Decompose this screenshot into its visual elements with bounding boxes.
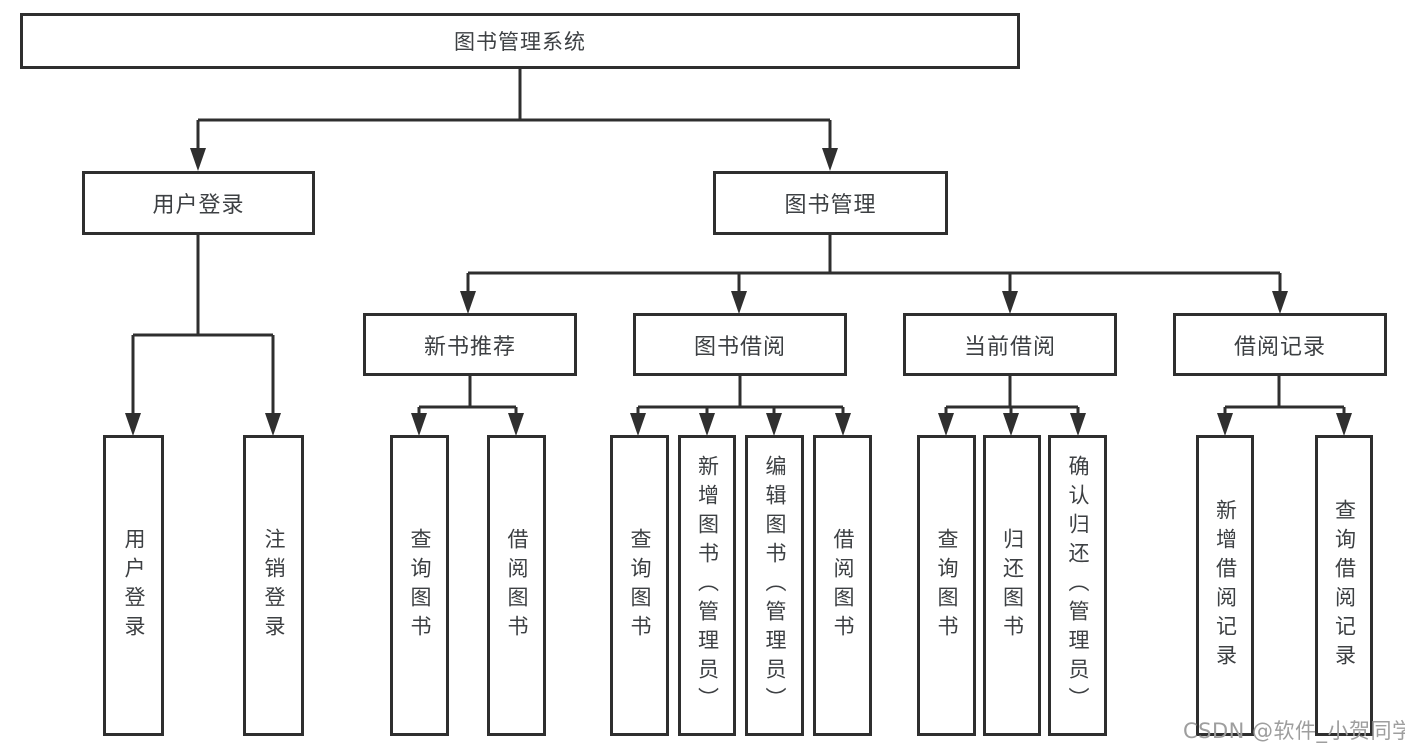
node-new-book-recommend: 新书推荐: [363, 313, 577, 376]
leaf-current-query-books: 查询图书: [917, 435, 976, 736]
node-book-management-branch-label: 图书管理: [784, 193, 877, 218]
leaf-edit-books-admin-label: 编辑图书（管理员）: [763, 455, 787, 716]
leaf-add-books-admin-label: 新增图书（管理员）: [695, 455, 720, 716]
connector-current-borrow-children: [944, 375, 1080, 414]
leaf-newbook-query-books: 查询图书: [390, 435, 449, 736]
arrowheads-book-management-children: [460, 291, 1288, 314]
leaf-edit-books-admin: 编辑图书（管理员）: [745, 435, 804, 736]
node-current-borrow: 当前借阅: [903, 313, 1117, 376]
leaf-return-books-label: 归还图书: [1000, 527, 1025, 644]
arrowheads-new-book-children: [411, 413, 524, 436]
leaf-logout: 注销登录: [243, 435, 304, 736]
node-user-login-branch-label: 用户登录: [152, 193, 245, 218]
connector-user-login-children: [131, 234, 275, 414]
leaf-borrow-query-books: 查询图书: [610, 435, 669, 736]
node-borrow-records: 借阅记录: [1173, 313, 1387, 376]
csdn-watermark: CSDN @软件_小贺同学: [1183, 719, 1405, 743]
leaf-newbook-borrow-books-label: 借阅图书: [505, 527, 529, 644]
arrowheads-borrow-records-children: [1217, 413, 1352, 436]
leaf-confirm-return-admin: 确认归还（管理员）: [1048, 435, 1107, 736]
node-book-management-branch: 图书管理: [713, 171, 948, 235]
leaf-confirm-return-admin-label: 确认归还（管理员）: [1066, 455, 1090, 716]
connector-new-book-children: [417, 375, 518, 414]
leaf-user-login-label: 用户登录: [122, 527, 146, 644]
arrowheads-root-to-branches: [190, 148, 838, 171]
arrowheads-current-borrow-children: [938, 413, 1086, 436]
leaf-borrow-books: 借阅图书: [813, 435, 872, 736]
leaf-current-query-books-label: 查询图书: [935, 527, 959, 644]
node-book-borrow-label: 图书借阅: [693, 334, 786, 360]
arrowheads-user-login-children: [125, 413, 281, 436]
node-user-login-branch: 用户登录: [82, 171, 315, 235]
node-current-borrow-label: 当前借阅: [963, 334, 1056, 360]
connector-book-borrow-children: [636, 375, 845, 414]
node-root-label: 图书管理系统: [454, 30, 586, 54]
leaf-borrow-books-label: 借阅图书: [831, 527, 855, 644]
arrowheads-book-borrow-children: [630, 413, 851, 436]
leaf-newbook-borrow-books: 借阅图书: [487, 435, 546, 736]
leaf-return-books: 归还图书: [983, 435, 1041, 736]
connector-borrow-records-children: [1223, 375, 1346, 414]
leaf-logout-label: 注销登录: [262, 527, 286, 644]
connector-root-to-branches: [196, 68, 832, 150]
node-book-borrow: 图书借阅: [633, 313, 847, 376]
leaf-borrow-query-books-label: 查询图书: [628, 527, 652, 644]
leaf-query-borrow-record: 查询借阅记录: [1315, 435, 1373, 736]
leaf-add-books-admin: 新增图书（管理员）: [678, 435, 736, 736]
connector-book-management-children: [466, 234, 1282, 292]
leaf-newbook-query-books-label: 查询图书: [408, 527, 432, 644]
leaf-add-borrow-record-label: 新增借阅记录: [1213, 498, 1238, 673]
leaf-user-login: 用户登录: [103, 435, 164, 736]
node-borrow-records-label: 借阅记录: [1233, 334, 1326, 360]
leaf-add-borrow-record: 新增借阅记录: [1196, 435, 1254, 736]
node-new-book-recommend-label: 新书推荐: [423, 334, 516, 360]
leaf-query-borrow-record-label: 查询借阅记录: [1332, 498, 1357, 673]
node-root-library-system: 图书管理系统: [20, 13, 1020, 69]
